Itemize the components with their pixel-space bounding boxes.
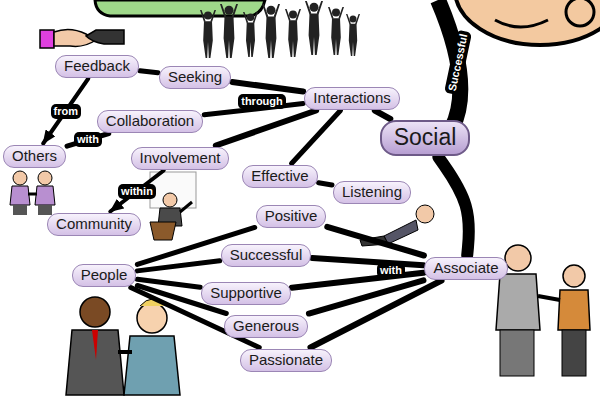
handshake-icon: [40, 29, 124, 48]
edge-label: within: [118, 184, 156, 199]
topic-pill: Involvement: [131, 147, 230, 170]
topic-pill: Effective: [242, 165, 317, 188]
topic-text: Involvement: [140, 149, 221, 166]
topic-text: Effective: [251, 167, 308, 184]
topic-pill: Passionate: [240, 349, 332, 372]
branch-line: [319, 183, 332, 185]
face-illustration: [455, 0, 600, 45]
branch-line: [140, 71, 158, 73]
topic-text: Community: [56, 215, 132, 232]
branch-line: [137, 261, 219, 271]
associate-figures: [496, 245, 590, 376]
branch-line: [232, 82, 303, 92]
branch-word: through: [238, 94, 286, 109]
topic-text: Feedback: [64, 57, 130, 74]
branch-line: [438, 157, 469, 256]
branch-line: [216, 111, 316, 146]
branch-line: [292, 111, 341, 164]
topic-pill: Seeking: [159, 66, 231, 89]
topic-pill: Collaboration: [97, 110, 203, 133]
topic-text: Seeking: [168, 68, 222, 85]
topic-pill: Successful: [221, 244, 312, 267]
topic-text: People: [81, 266, 128, 283]
topic-text: Passionate: [249, 351, 323, 368]
crowd-silhouette: [200, 1, 360, 58]
topic-text: Listening: [342, 183, 402, 200]
speaker-figure: [150, 172, 196, 240]
topic-text: Collaboration: [106, 112, 194, 129]
branch-word: Successful: [444, 29, 472, 95]
edge-label: from: [51, 104, 81, 119]
topic-text: Positive: [265, 207, 318, 224]
community-figures: [10, 171, 55, 215]
branch-line: [312, 258, 423, 265]
topic-text: Supportive: [210, 284, 282, 301]
topic-pill: Positive: [256, 205, 327, 228]
topic-text: Generous: [233, 317, 299, 334]
branch-line: [375, 111, 391, 120]
branch-word: with: [377, 263, 405, 278]
branch-line: [110, 171, 163, 212]
topic-pill: Others: [3, 145, 66, 168]
topic-pill: Community: [47, 213, 141, 236]
topic-pill: Interactions: [304, 87, 400, 110]
topic-pill: Supportive: [201, 282, 291, 305]
topic-text: Others: [12, 147, 57, 164]
branch-line: [310, 281, 441, 348]
topic-pill: Associate: [424, 257, 507, 280]
topic-text: Associate: [433, 259, 498, 276]
topic-pill: People: [72, 264, 137, 287]
topic-pill: Generous: [224, 315, 308, 338]
branch-line: [327, 227, 424, 256]
edge-label: with: [74, 132, 102, 147]
topic-text: Social: [394, 124, 457, 150]
people-figures: [66, 297, 180, 395]
topic-text: Interactions: [313, 89, 391, 106]
topic-pill: Listening: [333, 181, 411, 204]
topic-pill: Feedback: [55, 55, 139, 78]
top-shape: [95, 0, 265, 16]
main-topic: Social: [380, 120, 471, 156]
topic-text: Successful: [230, 246, 303, 263]
